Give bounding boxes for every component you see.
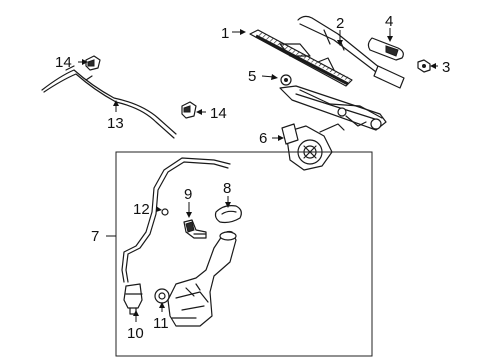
hose-clip-lower [181,101,197,119]
washer-pump [123,283,143,315]
callout-4: 4 [385,13,393,30]
callout-14-upper: 14 [55,54,72,71]
callout-12: 12 [133,201,150,218]
pump-grommet [154,288,170,304]
wiper-motor [281,123,345,171]
callout-7: 7 [91,228,99,245]
washer-reservoir-hose [121,157,231,283]
hose-clip-upper [85,55,101,71]
arm-cover-cap [367,37,404,61]
washer-system-inset-frame [115,151,373,357]
callout-14-lower: 14 [210,105,227,122]
callout-6: 6 [259,130,267,147]
nut [417,59,431,73]
callout-9: 9 [184,186,192,203]
callout-3: 3 [442,59,450,76]
callout-1: 1 [221,25,229,42]
callout-5: 5 [248,68,256,85]
washer-reservoir [167,230,237,327]
callout-11: 11 [153,315,169,332]
callout-13: 13 [107,115,124,132]
reservoir-seal [214,205,242,224]
wiper-blade [249,29,353,87]
callout-8: 8 [223,180,231,197]
washer-nozzle [183,219,207,239]
washer-hose [41,65,177,139]
callout-10: 10 [127,325,144,342]
wiper-linkage [279,74,387,131]
callout-2: 2 [336,15,344,32]
